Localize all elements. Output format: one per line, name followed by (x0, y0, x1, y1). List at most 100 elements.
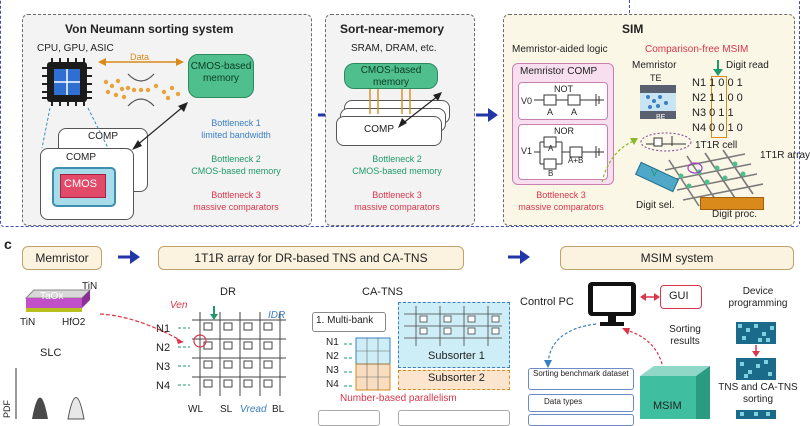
programming-heatmap-1 (736, 322, 776, 344)
not-gate (518, 82, 608, 120)
subsorter2-label: Subsorter 2 (428, 372, 485, 384)
memristor-filament (640, 93, 676, 111)
monitor-icon (588, 282, 636, 326)
snm-memory-box: CMOS-based memory (344, 63, 438, 89)
benchmark-box (528, 368, 634, 390)
snm-subtitle: SRAM, DRAM, etc. (351, 43, 437, 54)
snm-comp-front (336, 116, 442, 146)
cmos-label: CMOS (64, 178, 97, 190)
tin-top-label: TiN (82, 281, 98, 292)
not-label: NOT (554, 84, 573, 94)
flow-arrow-4 (508, 250, 530, 264)
programming-arrow-1 (752, 345, 760, 357)
memristor-be (640, 111, 676, 119)
flow-arrow-2 (476, 108, 498, 122)
te-label: TE (650, 73, 662, 83)
v-label: V (651, 168, 658, 179)
sl-label: SL (220, 404, 233, 415)
digit-proc-label: Digit proc. (712, 209, 758, 220)
snm-data-links (369, 86, 411, 114)
catns-next-box-2 (398, 410, 510, 426)
cell-schematic (640, 132, 692, 152)
data-bottleneck-graphic (98, 58, 184, 107)
digit-read-label: Digit read (726, 60, 769, 71)
catns-next-box (318, 410, 380, 426)
data-types-box (528, 394, 634, 412)
sorting-results-label: Sorting results (669, 324, 701, 347)
catns-matrix (344, 337, 391, 391)
subsorter1-box (398, 302, 510, 368)
processor-chip-icon (42, 58, 92, 106)
msim-title: Comparison-free MSIM (645, 44, 749, 55)
v0-label: V0 (521, 96, 533, 106)
snm-title: Sort-near-memory (340, 22, 445, 36)
msim-label: MSIM (653, 400, 682, 412)
catns-title: CA-TNS (362, 286, 403, 298)
panel-c-label: c (4, 236, 12, 252)
array-label: 1T1R array (760, 150, 810, 161)
digit-table: N1 1 0 0 1 N2 1 1 0 0 N3 0 1 1 N4 0 0 1 … (692, 76, 782, 136)
cmos-core (60, 174, 106, 198)
hfo2-label: HfO2 (62, 317, 86, 328)
logic-title: Memristor-aided logic (512, 44, 608, 55)
comp-front-label: COMP (66, 152, 96, 163)
memristor-te (640, 85, 676, 93)
subsorter2-box (398, 370, 510, 390)
sorting-heatmap (736, 410, 776, 419)
flow-arrow-3 (118, 250, 140, 264)
multibank-box (312, 312, 386, 332)
not-circuit (534, 94, 604, 106)
digit-read-arrow (713, 60, 723, 76)
snm-arrow (398, 92, 442, 128)
benchmark-label: Sorting benchmark dataset (533, 369, 629, 378)
v1-label: V1 (521, 146, 533, 156)
nor-label: NOR (554, 126, 574, 136)
sim-title: SIM (622, 22, 644, 36)
msim-system-pill: MSIM system (560, 246, 794, 270)
tns-sorting-label: TNS and CA-TNS sorting (718, 382, 798, 405)
wl-label: WL (188, 404, 203, 415)
taox-label: TaOx (40, 291, 64, 302)
pdf-label: PDF (2, 400, 12, 418)
cell-label: 1T1R cell (695, 140, 738, 151)
msim-box (640, 366, 710, 419)
programming-heatmap-2 (736, 358, 776, 380)
pc-gui-arrow (640, 293, 660, 301)
idr-label: IDR (268, 310, 286, 321)
not-a2-label: A (571, 107, 578, 117)
memristor-pill: Memristor (22, 246, 102, 270)
memristor-label: Memristor (632, 60, 677, 71)
digit-row: N3 0 1 1 (692, 107, 734, 119)
be-label: BE (656, 114, 666, 121)
comp-back-label: COMP (88, 131, 118, 142)
array-pill: 1T1R array for DR-based TNS and CA-TNS (158, 246, 464, 270)
vread-label: Vread (240, 404, 267, 415)
parallelism-label: Number-based parallelism (340, 393, 457, 404)
von-neumann-title: Von Neumann sorting system (65, 22, 234, 36)
slc-distribution (15, 368, 85, 420)
cmos-memory-box: CMOS-based memory (188, 54, 254, 98)
chips-label: CPU, GPU, ASIC (37, 43, 114, 54)
memristor-comp-title: Memristor COMP (520, 66, 598, 77)
digit-read-column (711, 76, 727, 138)
data-label: Data (130, 52, 150, 62)
digit-sel-label: Digit sel. (636, 200, 675, 211)
bl-label: BL (272, 404, 285, 415)
control-pc-label: Control PC (520, 296, 574, 308)
nor-b-label: B (548, 169, 554, 178)
device-programming-label: Device programming (728, 286, 788, 309)
gui-label: GUI (669, 290, 689, 302)
digit-row: N2 1 1 0 0 (692, 92, 743, 104)
digit-proc-bar (700, 197, 764, 210)
dr-title: DR (220, 286, 236, 298)
pc-dataset-arrow (544, 323, 597, 368)
dataset-next-box (528, 414, 634, 426)
snm-comp-label: COMP (364, 124, 394, 135)
logic-to-msim-arrow (601, 138, 638, 183)
subsorter1-label: Subsorter 1 (428, 350, 485, 362)
